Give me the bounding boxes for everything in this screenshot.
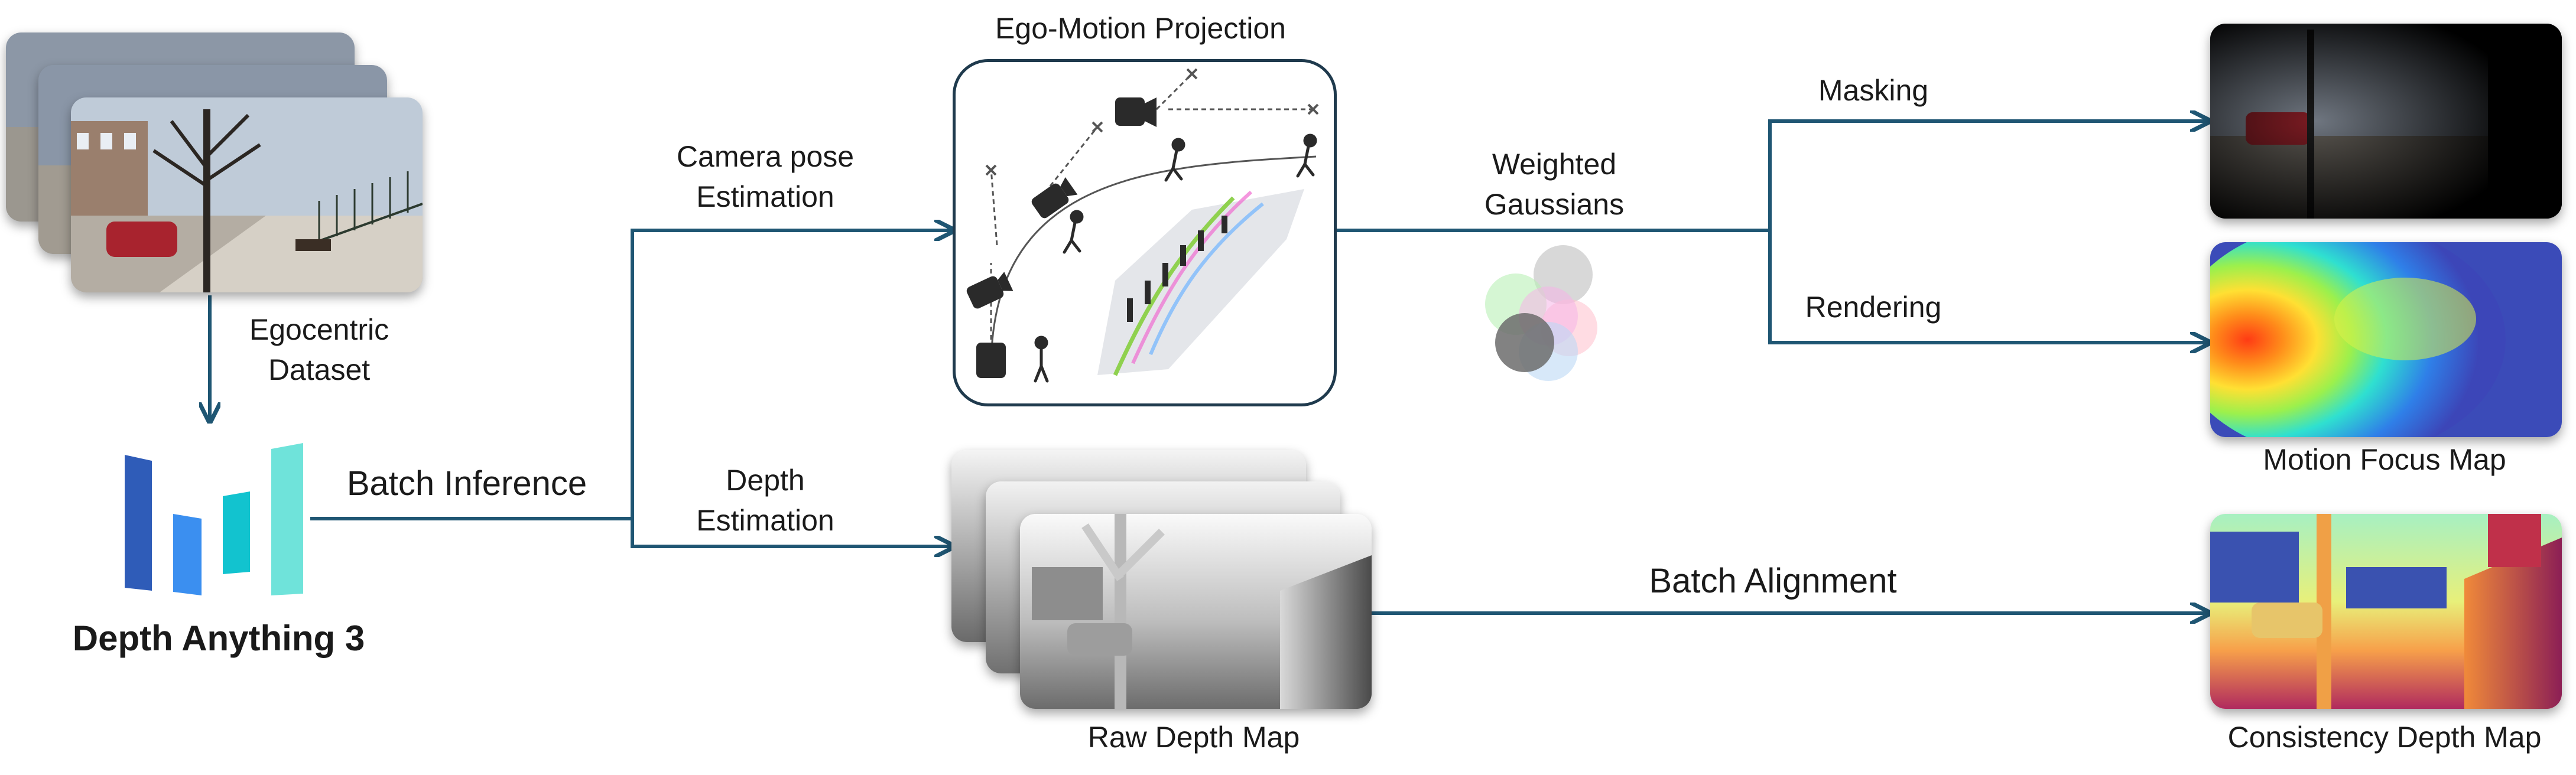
- label-weighted-gaussians: Weighted Gaussians: [1484, 148, 1625, 221]
- arrow-to-depth: [631, 519, 951, 546]
- label-batch-inference: Batch Inference: [346, 464, 587, 503]
- label-motion-focus: Motion Focus Map: [2263, 443, 2506, 476]
- label-depth-anything: Depth Anything 3: [72, 618, 365, 658]
- label-batch-alignment: Batch Alignment: [1649, 562, 1897, 600]
- label-ego-motion: Ego-Motion Projection: [995, 12, 1286, 45]
- ego-motion-panel: [953, 59, 1337, 406]
- dataset-photo-front: [71, 97, 423, 292]
- camera-icon: [966, 97, 1157, 378]
- arrow-to-pose: [631, 230, 951, 519]
- arrow-masking: [1768, 121, 2207, 230]
- label-raw-depth: Raw Depth Map: [1087, 721, 1300, 754]
- label-camera-pose: Camera pose Estimation: [676, 140, 855, 213]
- gaussian-blob-icon: [1485, 245, 1597, 381]
- masked-frame: [2210, 24, 2562, 219]
- arrow-rendering: [1768, 230, 2207, 343]
- label-depth-estimation: Depth Estimation: [696, 464, 834, 537]
- motion-focus-heatmap: [2210, 242, 2562, 437]
- label-masking: Masking: [1818, 74, 1929, 107]
- label-consistency-depth: Consistency Depth Map: [2227, 721, 2542, 754]
- depth-anything-logo-icon: [125, 443, 303, 595]
- raw-depth-front: [1020, 514, 1372, 709]
- pedestrian-icon: [1034, 133, 1317, 383]
- consistency-depth-map: [2210, 514, 2562, 709]
- label-egocentric-dataset: Egocentric Dataset: [249, 313, 389, 386]
- label-rendering: Rendering: [1805, 291, 1942, 324]
